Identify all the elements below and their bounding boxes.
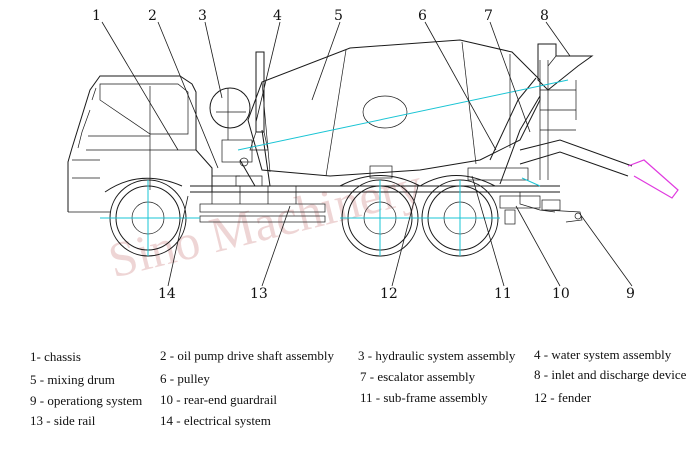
callout-1: 1 <box>92 8 101 24</box>
legend-item-8: 8 - inlet and discharge device <box>534 367 687 382</box>
callout-2: 2 <box>148 8 157 24</box>
legend-item-3: 3 - hydraulic system assembly <box>358 348 516 363</box>
callout-14: 14 <box>158 286 176 302</box>
callout-7: 7 <box>484 8 493 24</box>
callout-10: 10 <box>552 286 570 302</box>
callout-13: 13 <box>250 286 268 302</box>
callout-5: 5 <box>334 8 343 24</box>
callout-11: 11 <box>494 286 512 302</box>
callout-9: 9 <box>626 286 635 302</box>
legend-item-5: 5 - mixing drum <box>30 372 115 387</box>
legend-item-12: 12 - fender <box>534 390 592 405</box>
callout-12: 12 <box>380 286 398 302</box>
legend-item-1: 1- chassis <box>30 349 81 364</box>
callout-8: 8 <box>540 8 549 24</box>
callout-3: 3 <box>198 8 207 24</box>
legend-item-2: 2 - oil pump drive shaft assembly <box>160 348 335 363</box>
legend-item-6: 6 - pulley <box>160 371 210 386</box>
leader-lines <box>101 21 633 287</box>
callout-6: 6 <box>418 8 427 24</box>
discharge-chute <box>519 139 679 199</box>
callout-labels: 1 2 3 4 5 6 7 8 9 10 11 12 13 14 <box>92 8 635 302</box>
legend-item-10: 10 - rear-end guardrail <box>160 392 278 407</box>
hydraulic-tank <box>209 87 251 140</box>
watermark: Sino Machinery <box>103 157 428 289</box>
center-lines <box>100 79 569 256</box>
water-tank <box>249 51 269 151</box>
legend-item-7: 7 - escalator assembly <box>360 369 476 384</box>
legend-item-4: 4 - water system assembly <box>534 347 672 362</box>
legend-item-11: 11 - sub-frame assembly <box>360 390 488 405</box>
legend-item-14: 14 - electrical system <box>160 413 271 428</box>
legend-item-9: 9 - operationg system <box>30 393 143 408</box>
front-fender <box>104 177 183 193</box>
callout-4: 4 <box>273 8 282 24</box>
front-pedestal <box>212 129 271 187</box>
legend-item-13: 13 - side rail <box>30 413 96 428</box>
mixing-drum <box>247 39 541 177</box>
rear-fender <box>339 175 496 187</box>
hopper <box>537 43 594 91</box>
